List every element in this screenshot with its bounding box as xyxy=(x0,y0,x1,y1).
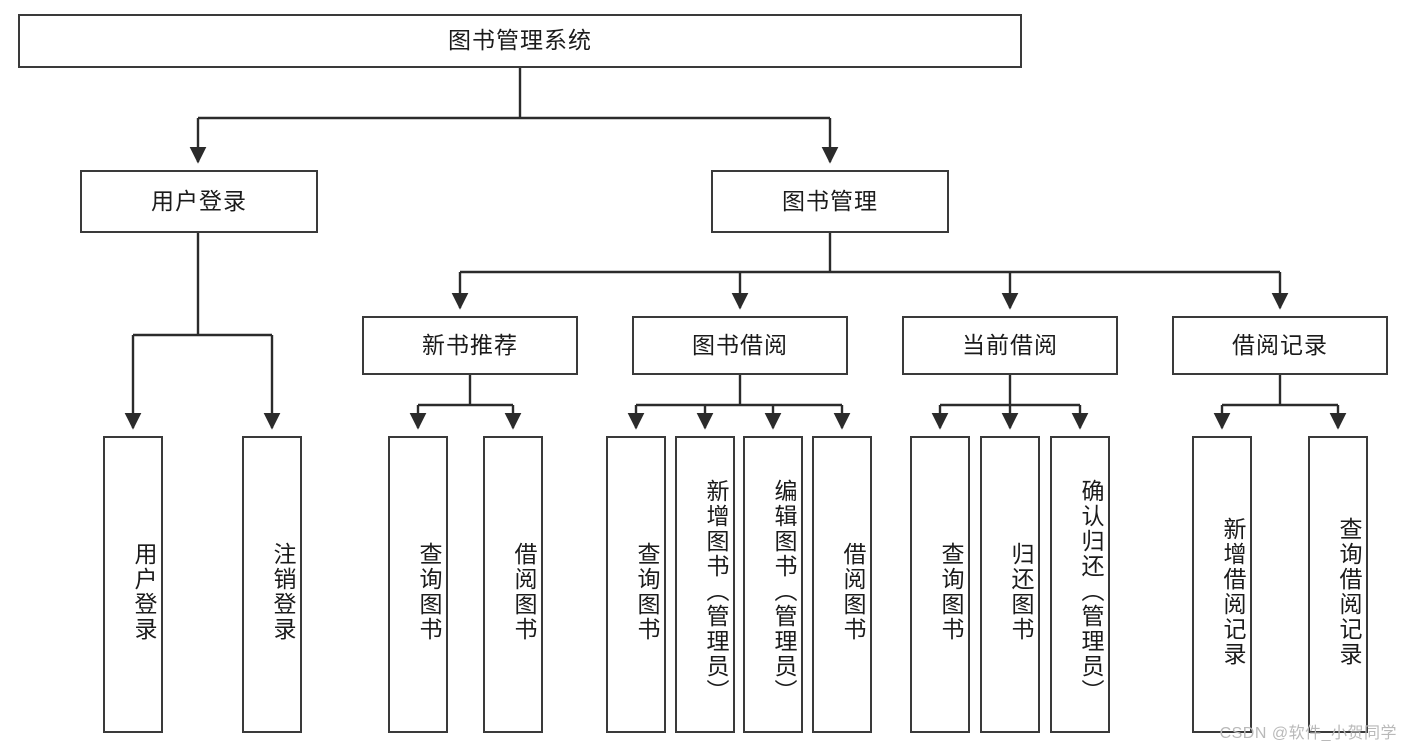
leaf-borrow-book[interactable]: 借阅图书 xyxy=(812,436,872,733)
node-label: 新增图书（管理员） xyxy=(703,479,729,704)
leaf-edit-book-admin[interactable]: 编辑图书（管理员） xyxy=(743,436,803,733)
node-user-login[interactable]: 用户登录 xyxy=(80,170,318,233)
node-label: 查询图书 xyxy=(634,541,660,642)
node-current-borrow[interactable]: 当前借阅 xyxy=(902,316,1118,375)
node-label: 确认归还（管理员） xyxy=(1078,479,1104,704)
node-book-borrow[interactable]: 图书借阅 xyxy=(632,316,848,375)
node-label: 当前借阅 xyxy=(962,331,1058,358)
leaf-query-book-recommend[interactable]: 查询图书 xyxy=(388,436,448,733)
node-label: 查询图书 xyxy=(416,541,442,642)
leaf-return-book[interactable]: 归还图书 xyxy=(980,436,1040,733)
node-label: 图书借阅 xyxy=(692,331,788,358)
node-label: 借阅图书 xyxy=(511,541,537,642)
node-label: 新增借阅记录 xyxy=(1220,516,1246,667)
leaf-logout-login[interactable]: 注销登录 xyxy=(242,436,302,733)
node-label: 归还图书 xyxy=(1008,541,1034,642)
node-new-book-recommend[interactable]: 新书推荐 xyxy=(362,316,578,375)
leaf-borrow-book-recommend[interactable]: 借阅图书 xyxy=(483,436,543,733)
leaf-confirm-return-admin[interactable]: 确认归还（管理员） xyxy=(1050,436,1110,733)
node-borrow-record[interactable]: 借阅记录 xyxy=(1172,316,1388,375)
leaf-add-book-admin[interactable]: 新增图书（管理员） xyxy=(675,436,735,733)
node-label: 新书推荐 xyxy=(422,331,518,358)
node-label: 用户登录 xyxy=(151,187,247,214)
node-book-management[interactable]: 图书管理 xyxy=(711,170,949,233)
node-label: 用户登录 xyxy=(131,541,157,642)
node-label: 注销登录 xyxy=(270,541,296,642)
node-label: 图书管理系统 xyxy=(448,27,592,54)
node-label: 图书管理 xyxy=(782,187,878,214)
watermark-text: CSDN @软件_小贺同学 xyxy=(1219,725,1397,742)
node-label: 编辑图书（管理员） xyxy=(771,479,797,704)
leaf-query-borrow-record[interactable]: 查询借阅记录 xyxy=(1308,436,1368,733)
leaf-query-book-borrow[interactable]: 查询图书 xyxy=(606,436,666,733)
leaf-query-book-current[interactable]: 查询图书 xyxy=(910,436,970,733)
node-label: 借阅图书 xyxy=(840,541,866,642)
leaf-add-borrow-record[interactable]: 新增借阅记录 xyxy=(1192,436,1252,733)
node-label: 查询借阅记录 xyxy=(1336,516,1362,667)
node-label: 借阅记录 xyxy=(1232,331,1328,358)
node-root-system[interactable]: 图书管理系统 xyxy=(18,14,1022,68)
node-label: 查询图书 xyxy=(938,541,964,642)
leaf-user-login[interactable]: 用户登录 xyxy=(103,436,163,733)
